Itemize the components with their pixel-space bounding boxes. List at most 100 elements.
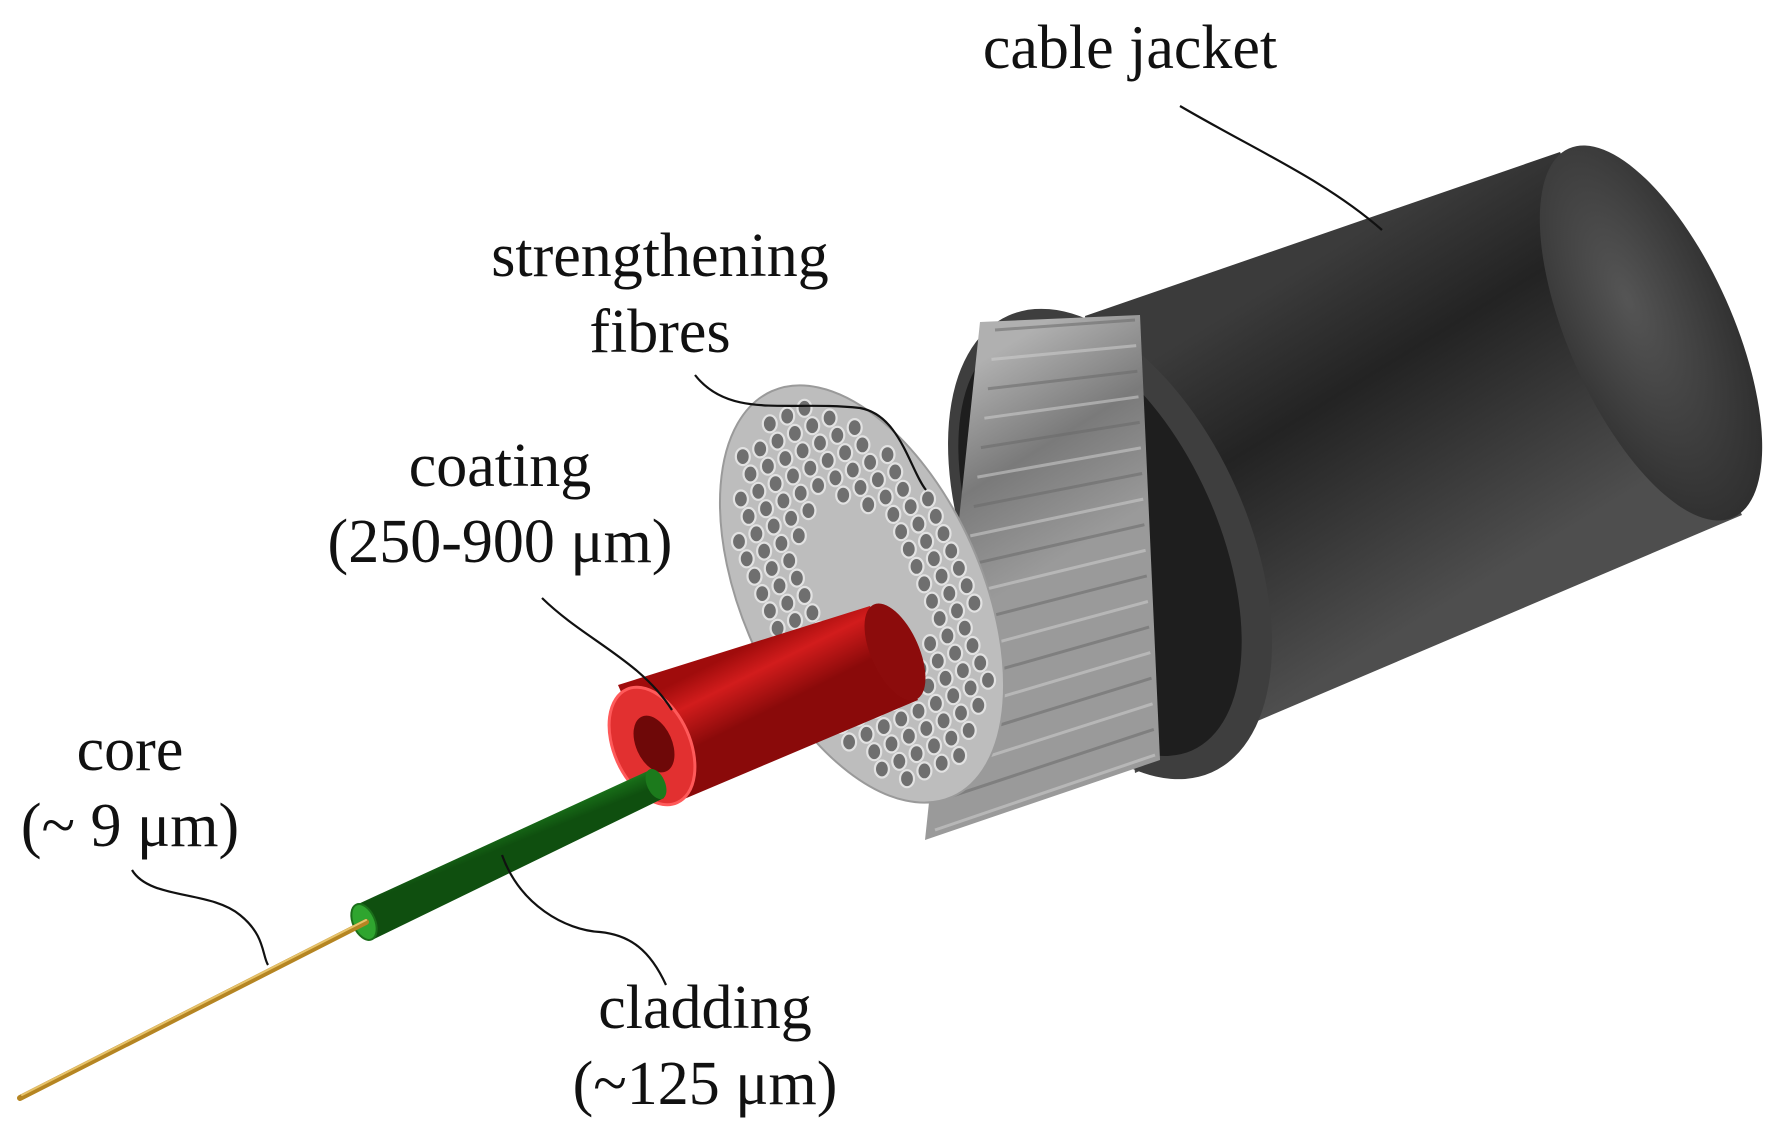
fibre-streak-7	[969, 497, 1144, 538]
fibre-end-101	[960, 720, 977, 741]
label-strengthening-fibres: strengthening fibres	[430, 218, 890, 370]
label-strengthening-fibres-line2: fibres	[589, 298, 731, 366]
fibre-streak-0	[994, 318, 1136, 332]
fibre-end-46	[759, 456, 777, 476]
fibre-streak-9	[962, 548, 1146, 597]
fibre-end-71	[802, 458, 819, 478]
fibre-end-134	[927, 506, 944, 526]
fibre-end-27	[742, 464, 759, 484]
fibre-end-77	[933, 753, 950, 773]
fibre-end-43	[866, 742, 883, 762]
leader-core	[131, 869, 269, 966]
fibre-end-15	[763, 558, 780, 579]
fibre-end-100	[952, 703, 970, 723]
fibre-end-79	[804, 416, 821, 436]
fibre-end-12	[740, 506, 757, 527]
label-core: core (~ 9 μm)	[0, 712, 260, 864]
fibre-end-35	[804, 603, 821, 623]
fibre-end-113	[931, 608, 948, 629]
fibre-end-88	[943, 728, 960, 748]
fibre-end-47	[767, 474, 784, 494]
fibre-end-90	[821, 408, 838, 428]
fibre-end-25	[840, 732, 858, 752]
leader-coating	[541, 597, 673, 711]
fibre-streak-17	[934, 753, 1156, 832]
fibre-end-53	[875, 716, 892, 737]
fibre-end-124	[917, 531, 935, 552]
fibre-end-64	[893, 709, 910, 729]
fibre-end-125	[925, 549, 943, 569]
fibre-streak-3	[984, 395, 1139, 420]
fibre-end-3	[754, 583, 771, 604]
fibre-end-138	[958, 576, 975, 596]
fibre-end-114	[939, 626, 956, 646]
fibre-end-102	[846, 418, 863, 438]
cladding-fibre	[350, 768, 667, 941]
fibre-end-49	[782, 508, 800, 528]
fibre-end-0	[730, 531, 748, 552]
fibre-end-16	[771, 576, 788, 596]
fibre-end-97	[929, 651, 946, 671]
fibre-end-68	[779, 406, 796, 426]
fibre-end-75	[918, 718, 935, 739]
fibre-end-4	[761, 601, 779, 621]
fibre-end-131	[972, 653, 989, 673]
fibre-end-91	[829, 425, 846, 445]
fibre-end-136	[943, 541, 960, 561]
fibre-end-98	[937, 668, 954, 688]
fibre-end-89	[950, 745, 968, 766]
fibre-end-137	[950, 558, 968, 578]
fibre-end-65	[900, 726, 918, 746]
fibre-end-33	[788, 568, 806, 588]
fibre-end-28	[750, 481, 767, 501]
fibre-end-59	[777, 448, 794, 469]
fibre-end-107	[885, 504, 902, 525]
fibre-streak-6	[973, 472, 1143, 508]
fibre-end-18	[786, 610, 804, 631]
fibre-end-132	[979, 670, 997, 690]
cladding-body	[356, 770, 664, 940]
fibre-end-87	[935, 711, 952, 731]
coating-tube	[607, 603, 926, 807]
fibre-end-82	[827, 468, 844, 488]
fibre-end-94	[852, 477, 869, 497]
fibre-end-57	[761, 414, 778, 434]
label-cable-jacket-text: cable jacket	[982, 14, 1278, 82]
fibre-end-14	[755, 541, 773, 561]
fibre-end-76	[925, 736, 943, 756]
fibre-end-2	[746, 566, 763, 586]
label-coating-line1: coating	[408, 432, 592, 500]
fibre-end-109	[900, 539, 917, 559]
coating-back-end	[864, 603, 926, 701]
fibre-end-17	[779, 593, 796, 613]
fibre-end-44	[873, 759, 891, 779]
fibre-end-45	[752, 439, 769, 459]
fibre-end-126	[933, 566, 950, 586]
fibre-end-96	[921, 633, 939, 654]
fibre-end-99	[945, 686, 962, 706]
fibre-end-106	[877, 487, 894, 507]
fibre-end-61	[792, 483, 809, 503]
fibre-end-13	[748, 524, 765, 544]
fibre-end-30	[765, 516, 782, 536]
fibre-end-48	[775, 491, 792, 511]
label-cladding: cladding (~125 μm)	[540, 970, 870, 1122]
leader-cladding	[500, 854, 668, 986]
fibre-end-32	[781, 551, 798, 571]
fibre-end-50	[790, 526, 807, 546]
fibre-end-103	[854, 435, 871, 455]
fibre-end-115	[946, 643, 964, 663]
fibre-end-135	[935, 523, 952, 544]
fibre-end-55	[891, 751, 908, 771]
core-strand	[17, 919, 369, 1101]
fibre-end-67	[916, 761, 933, 781]
fibre-end-34	[796, 585, 813, 606]
leader-cable-jacket	[1179, 105, 1383, 231]
fibre-end-29	[757, 499, 775, 519]
fibre-streak-8	[966, 523, 1145, 567]
fibre-end-129	[956, 618, 973, 638]
fibre-end-116	[954, 660, 972, 681]
fibre-end-62	[800, 501, 817, 521]
